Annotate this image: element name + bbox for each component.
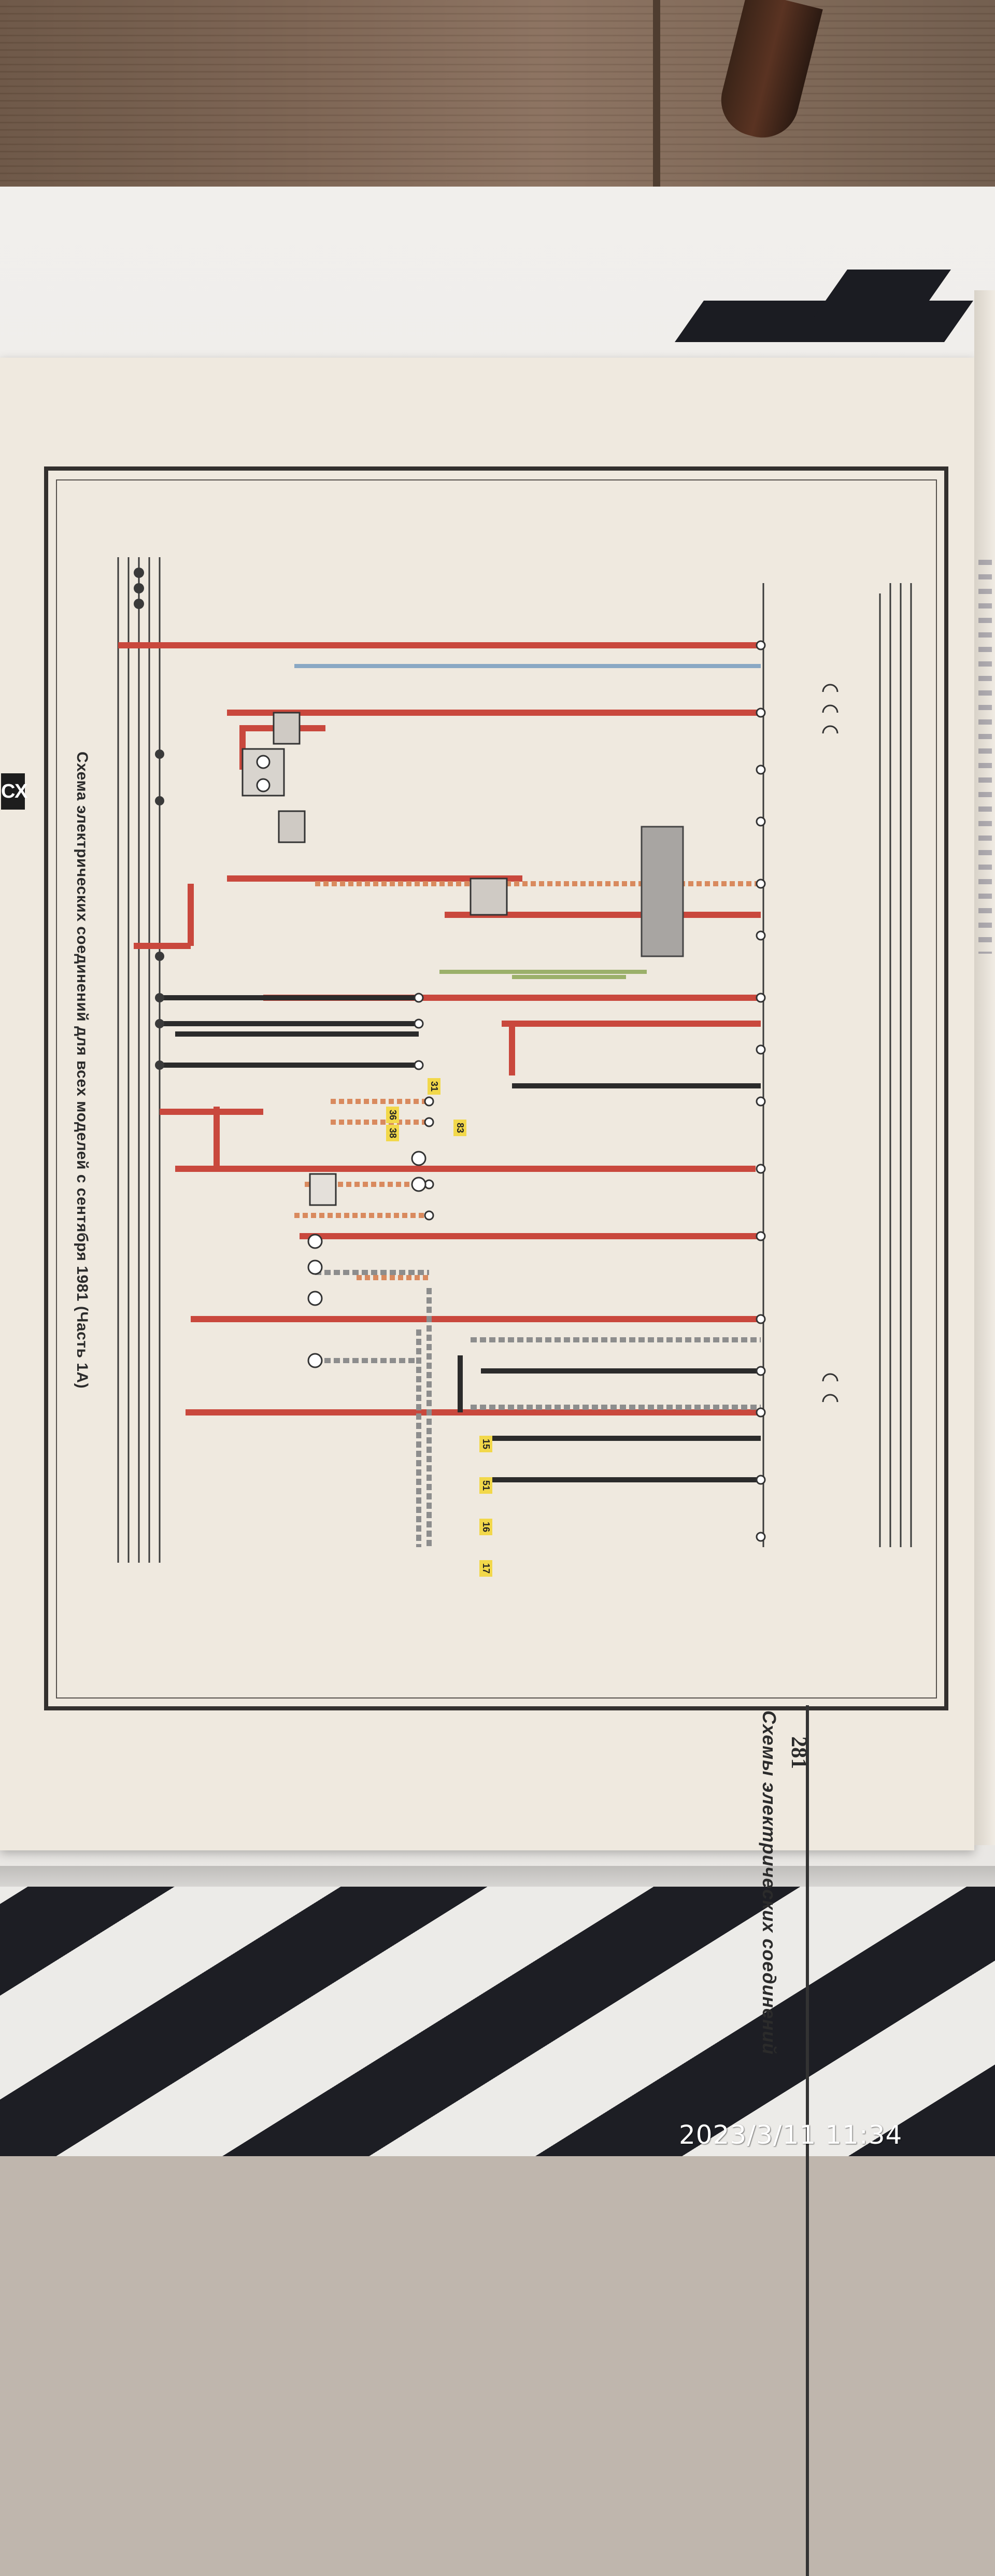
- tag-17: 17: [479, 1560, 492, 1577]
- red-wires: [118, 642, 761, 1416]
- corner-badge: СХ: [1, 773, 27, 810]
- photo-timestamp: 2023/3/11 11:34: [679, 2120, 903, 2150]
- adjacent-page-text: [978, 560, 992, 954]
- instrument-cluster-box: [641, 826, 684, 957]
- striped-rug: [0, 1887, 995, 2156]
- starter-box: [278, 810, 306, 843]
- adjacent-page-edge: [974, 290, 995, 1845]
- supply-bus-lines: [879, 583, 912, 1547]
- tag-38: 38: [386, 1125, 399, 1142]
- voltage-regulator-box: [470, 877, 508, 916]
- diagram-frame-inner: [56, 479, 937, 1699]
- tag-31: 31: [428, 1078, 440, 1095]
- lamp-symbols: [307, 1151, 427, 1368]
- relay-box: [309, 1173, 337, 1206]
- tag-16: 16: [479, 1519, 492, 1536]
- page-number: 281: [787, 1736, 811, 1769]
- wooden-floor: [0, 0, 995, 218]
- page-number-wrapper: 281: [780, 1736, 821, 1778]
- green-wires: [439, 970, 647, 979]
- floor-seam: [653, 0, 660, 218]
- tag-51: 51: [479, 1477, 492, 1494]
- battery-plus: [256, 755, 271, 769]
- tag-83: 83: [453, 1120, 466, 1137]
- header-rule: [806, 1705, 809, 2576]
- ground-bus-lines: [117, 557, 161, 1563]
- gray-striped-wires: [315, 1270, 761, 1547]
- connector-circles: [414, 640, 766, 1542]
- tag-15: 15: [479, 1436, 492, 1453]
- diagram-frame: [44, 466, 948, 1710]
- tag-36: 36: [386, 1107, 399, 1124]
- ground-terminals: [134, 568, 164, 1070]
- book-page: [0, 358, 974, 1850]
- floor-grain: [0, 0, 995, 218]
- running-header: Схемы электрических соединений: [759, 1710, 780, 2055]
- alternator-box: [273, 712, 301, 745]
- diagram-caption: Схема электрических соединений для всех …: [74, 752, 91, 1389]
- orange-striped-wires: [294, 881, 761, 1280]
- fuse-symbols: [822, 684, 838, 1403]
- battery-minus: [256, 778, 271, 792]
- wiring-schematic: [117, 557, 912, 1563]
- black-wires: [160, 995, 761, 1482]
